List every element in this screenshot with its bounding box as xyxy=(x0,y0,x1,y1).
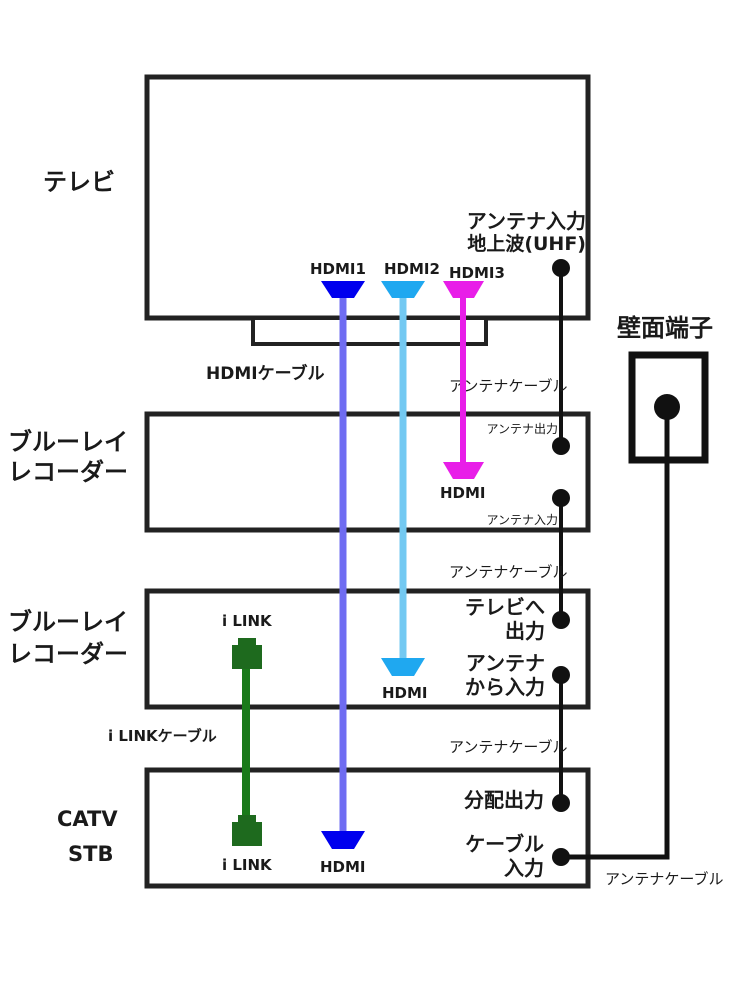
antenna-ports xyxy=(552,259,680,866)
recorder2-antenna-in-label-2: から入力 xyxy=(465,675,545,699)
tv-antenna-in-label-2: 地上波(UHF) xyxy=(467,232,586,255)
recorder2-hdmi-connector xyxy=(381,658,425,676)
tv-hdmi3-connector xyxy=(443,281,484,298)
stb-ilink-label: i LINK xyxy=(222,856,273,874)
tv-antenna-in-label-1: アンテナ入力 xyxy=(467,209,586,233)
stb-label-2: STB xyxy=(68,842,113,866)
rec2-tv-out-port xyxy=(552,611,570,629)
rec1-antenna-out-port xyxy=(552,437,570,455)
tv-hdmi2-connector xyxy=(381,281,425,298)
recorder2-tv-out-label-1: テレビへ xyxy=(465,595,545,619)
tv-antenna-port xyxy=(552,259,570,277)
antenna-cables xyxy=(559,268,670,860)
recorder2-label-1: ブルーレイ xyxy=(8,608,128,636)
stb-cable-in-port xyxy=(552,848,570,866)
recorder2-hdmi-label: HDMI xyxy=(382,684,428,702)
antenna-cable-label-2: アンテナケーブル xyxy=(449,563,568,581)
recorder1-antenna-out-label: アンテナ出力 xyxy=(486,422,558,436)
tv-label: テレビ xyxy=(43,168,115,196)
recorder2-antenna-in-label-1: アンテナ xyxy=(466,651,545,675)
recorder1-antenna-in-label: アンテナ入力 xyxy=(486,513,558,527)
stb-label-1: CATV xyxy=(57,807,118,831)
stb-hdmi-label: HDMI xyxy=(320,858,366,876)
recorder1-label-1: ブルーレイ xyxy=(8,428,128,456)
antenna-cable-wall-stb xyxy=(561,407,670,860)
stb-cable-in-label-2: 入力 xyxy=(504,856,544,880)
hdmi-cable-label: HDMIケーブル xyxy=(206,363,325,384)
recorder1-hdmi-connector xyxy=(443,462,484,479)
recorder2-label-2: レコーダー xyxy=(8,640,128,668)
recorder2-tv-out-label-2: 出力 xyxy=(505,619,545,643)
antenna-cable-label-3: アンテナケーブル xyxy=(449,738,568,756)
tv-stand xyxy=(251,316,488,346)
stb-body xyxy=(144,767,591,889)
antenna-cable-label-wall: アンテナケーブル xyxy=(605,870,724,888)
tv-hdmi1-connector xyxy=(321,281,365,298)
recorder1-label-2: レコーダー xyxy=(8,458,128,486)
recorder2-ilink-label: i LINK xyxy=(222,612,273,630)
recorder2-ilink-connector xyxy=(232,638,262,669)
tv-hdmi3-label: HDMI3 xyxy=(449,264,505,282)
rec2-antenna-in-port xyxy=(552,666,570,684)
tv-hdmi2-label: HDMI2 xyxy=(384,260,440,278)
wall-port xyxy=(654,394,680,420)
stb-hdmi-connector xyxy=(321,831,365,849)
recorder2-body xyxy=(144,588,591,710)
rec1-antenna-in-port xyxy=(552,489,570,507)
recorder1-body xyxy=(144,411,591,533)
tv-hdmi1-label: HDMI1 xyxy=(310,260,366,278)
stb-cable-in-label-1: ケーブル xyxy=(465,832,544,856)
stb-ilink-connector xyxy=(232,815,262,846)
wall-label: 壁面端子 xyxy=(617,314,713,342)
recorder1-hdmi-label: HDMI xyxy=(440,484,486,502)
stb-split-out-port xyxy=(552,794,570,812)
ilink-cable-label: i LINKケーブル xyxy=(108,727,217,745)
antenna-cable-label-1: アンテナケーブル xyxy=(449,377,568,395)
tv-body xyxy=(144,74,591,321)
stb-split-out-label: 分配出力 xyxy=(464,788,544,812)
